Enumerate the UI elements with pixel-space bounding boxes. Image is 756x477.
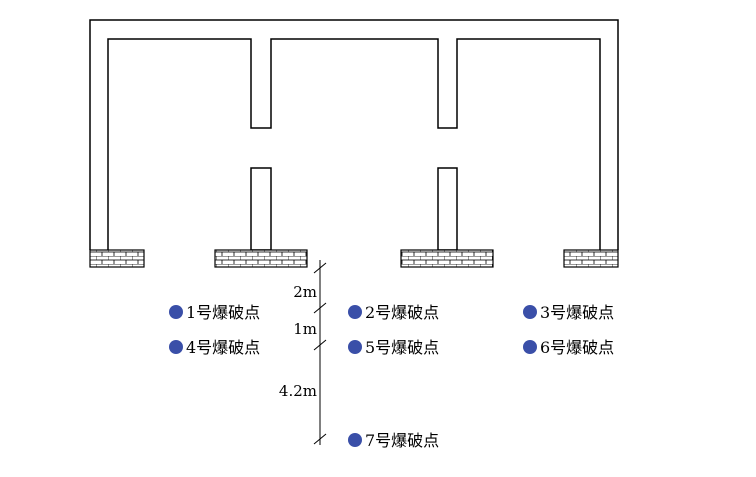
building-structure <box>89 19 619 251</box>
column-left-lower <box>250 167 272 251</box>
building-outer-wall <box>89 19 619 250</box>
foundation-3 <box>400 249 494 268</box>
dimension-label-4-2m: 4.2m <box>279 382 317 400</box>
foundation-2 <box>214 249 308 268</box>
blast-marker-4 <box>169 340 183 354</box>
building-inner-wall <box>107 38 601 250</box>
column-right-lower <box>437 167 458 251</box>
blast-marker-3 <box>523 305 537 319</box>
blast-point-4: 4号爆破点 <box>169 338 260 357</box>
blast-points: 1号爆破点 2号爆破点 3号爆破点 4号爆破点 5号爆破点 6号爆破点 7号爆破… <box>169 303 614 450</box>
blast-point-label-2: 2号爆破点 <box>365 303 439 322</box>
dimension-tick-3 <box>313 339 327 351</box>
blast-point-6: 6号爆破点 <box>523 338 614 357</box>
dimension-label-2m: 2m <box>293 283 317 301</box>
blast-point-1: 1号爆破点 <box>169 303 260 322</box>
blast-marker-5 <box>348 340 362 354</box>
foundations <box>89 249 619 268</box>
blast-point-label-4: 4号爆破点 <box>186 338 260 357</box>
blast-point-5: 5号爆破点 <box>348 338 439 357</box>
blast-point-label-7: 7号爆破点 <box>365 431 439 450</box>
dimension-label-1m: 1m <box>293 320 317 338</box>
blast-point-label-3: 3号爆破点 <box>540 303 614 322</box>
dimension-tick-1 <box>313 262 327 274</box>
blast-marker-6 <box>523 340 537 354</box>
dimension-labels: 2m 1m 4.2m <box>279 283 317 400</box>
blast-point-2: 2号爆破点 <box>348 303 439 322</box>
dimension-line <box>313 260 327 445</box>
dimension-tick-4 <box>313 433 327 445</box>
foundation-1 <box>89 249 145 268</box>
blast-point-3: 3号爆破点 <box>523 303 614 322</box>
blast-marker-7 <box>348 433 362 447</box>
blast-point-label-1: 1号爆破点 <box>186 303 260 322</box>
foundation-4 <box>563 249 619 268</box>
blast-point-label-6: 6号爆破点 <box>540 338 614 357</box>
blast-point-7: 7号爆破点 <box>348 431 439 450</box>
blast-point-label-5: 5号爆破点 <box>365 338 439 357</box>
dimension-tick-2 <box>313 302 327 314</box>
blast-marker-2 <box>348 305 362 319</box>
blast-marker-1 <box>169 305 183 319</box>
